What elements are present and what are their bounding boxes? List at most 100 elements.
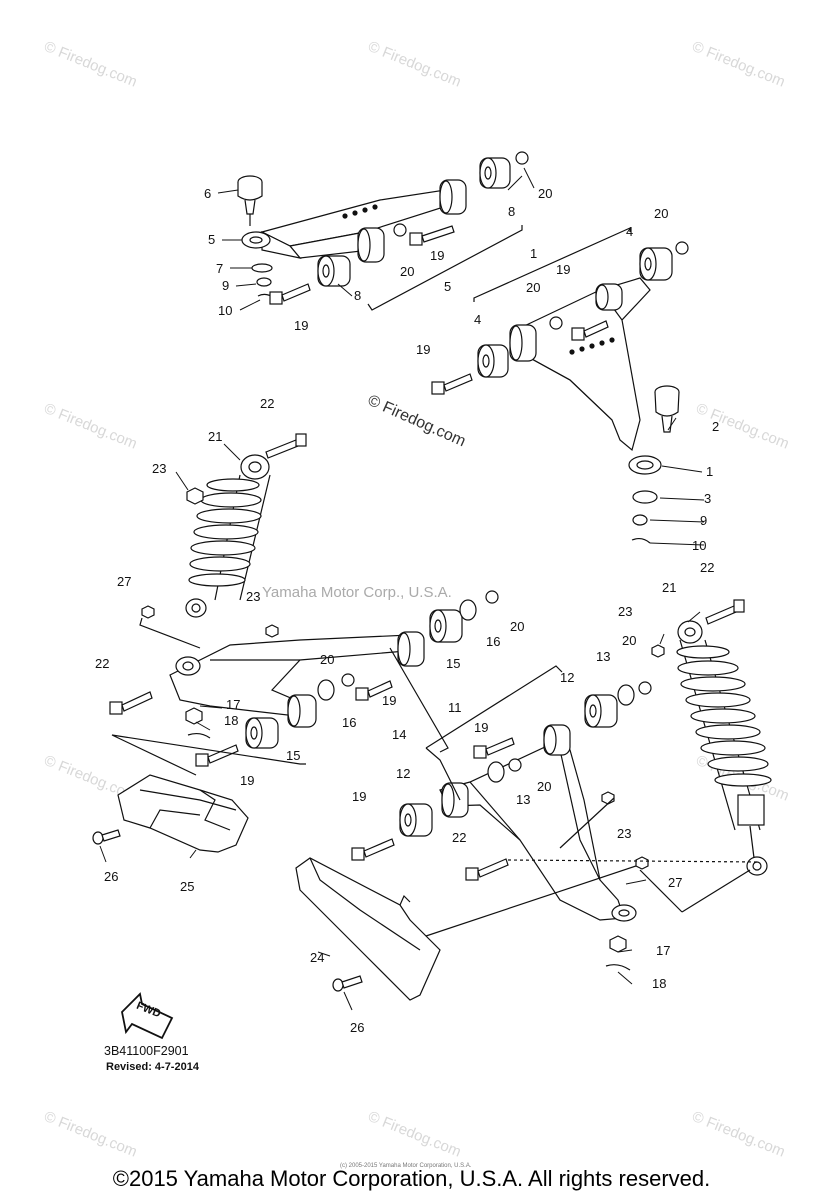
nut-23 — [265, 624, 279, 638]
bushing-15 — [429, 609, 463, 643]
callout-10: 10 — [692, 538, 707, 553]
nut-20 — [675, 241, 689, 255]
nut-20 — [485, 590, 499, 604]
bolt-19 — [473, 737, 515, 759]
washer-16 — [459, 599, 477, 621]
leader-line — [425, 747, 461, 801]
callout-25: 25 — [180, 879, 195, 894]
callout-2: 2 — [712, 419, 720, 434]
callout-3: 3 — [704, 491, 712, 506]
lower-left-arm — [169, 631, 425, 728]
callout-22: 22 — [260, 396, 275, 411]
bracket-line — [473, 227, 631, 302]
bushing-4 — [477, 344, 509, 378]
callout-11: 11 — [448, 700, 462, 715]
washer-16 — [317, 679, 335, 701]
callout-12: 12 — [396, 766, 411, 781]
callout-19: 19 — [474, 720, 489, 735]
callout-13: 13 — [596, 649, 611, 664]
callout-7: 7 — [216, 261, 224, 276]
bushing-8-upper — [479, 157, 511, 189]
tiny-copyright: (c) 2005-2015 Yamaha Motor Corporation, … — [340, 1163, 472, 1169]
callout-22: 22 — [700, 560, 715, 575]
callout-4: 4 — [626, 224, 634, 239]
callout-22: 22 — [452, 830, 467, 845]
callout-1: 1 — [530, 246, 538, 261]
bushing-4 — [639, 247, 673, 281]
bolt-26 — [332, 975, 363, 992]
nut-20 — [508, 758, 522, 772]
yamaha-watermark: Yamaha Motor Corp., U.S.A. — [262, 584, 452, 601]
callout-6: 6 — [204, 186, 212, 201]
callout-18: 18 — [224, 713, 239, 728]
bolt-22 — [465, 858, 509, 881]
bolt-19 — [571, 320, 609, 341]
washer — [251, 263, 273, 273]
callout-23: 23 — [246, 589, 261, 604]
callout-19: 19 — [294, 318, 309, 333]
callout-19: 19 — [382, 693, 397, 708]
nut — [632, 514, 648, 526]
washer-13 — [487, 761, 505, 783]
upper-left-arm — [241, 179, 467, 263]
nut-27 — [141, 605, 155, 619]
nut-23 — [601, 791, 615, 805]
callout-27: 27 — [117, 574, 132, 589]
callout-20: 20 — [654, 206, 669, 221]
bracket-line — [111, 734, 306, 776]
nut-20 — [515, 151, 529, 165]
callout-23: 23 — [618, 604, 633, 619]
callout-9: 9 — [700, 513, 708, 528]
bolt-22 — [109, 691, 153, 715]
bolt-19 — [409, 225, 455, 246]
callout-20: 20 — [400, 264, 415, 279]
bushing-12 — [399, 803, 433, 837]
callout-19: 19 — [240, 773, 255, 788]
nut-17 — [185, 707, 203, 725]
nut-23 — [651, 644, 665, 658]
callout-27: 27 — [668, 875, 683, 890]
bracket-line — [367, 225, 523, 311]
callout-8: 8 — [354, 288, 362, 303]
cotter-pin-18 — [605, 964, 631, 971]
guard-25 — [117, 774, 249, 853]
callout-17: 17 — [656, 943, 671, 958]
callout-16: 16 — [342, 715, 357, 730]
callout-10: 10 — [218, 303, 233, 318]
leader-line — [139, 617, 201, 649]
callout-20: 20 — [538, 186, 553, 201]
cotter-pin — [631, 537, 651, 544]
shock-absorber-right — [676, 620, 772, 876]
callout-14: 14 — [392, 727, 407, 742]
callout-15: 15 — [286, 748, 301, 763]
revised-date: Revised: 4-7-2014 — [106, 1061, 199, 1073]
callout-4: 4 — [474, 312, 482, 327]
lower-right-arm — [439, 724, 637, 922]
upper-right-arm — [509, 277, 662, 475]
callout-8: 8 — [508, 204, 516, 219]
bolt-26 — [92, 829, 121, 845]
shock-absorber-left — [185, 454, 271, 618]
ball-joint-upper-right — [654, 385, 680, 433]
callout-1: 1 — [706, 464, 714, 479]
bracket-line — [389, 647, 449, 753]
leader-line — [639, 869, 683, 913]
callout-22: 22 — [95, 656, 110, 671]
nut-20 — [638, 681, 652, 695]
diagram-code: 3B41100F2901 — [104, 1044, 189, 1058]
callout-9: 9 — [222, 278, 230, 293]
bolt-19 — [195, 744, 239, 767]
nut-17 — [609, 935, 627, 953]
nut-20 — [393, 223, 407, 237]
callout-19: 19 — [430, 248, 445, 263]
bolt-22 — [705, 599, 745, 625]
callout-15: 15 — [446, 656, 461, 671]
nut-20 — [341, 673, 355, 687]
callout-20: 20 — [537, 779, 552, 794]
callout-24: 24 — [310, 950, 325, 965]
leader-line — [681, 869, 751, 913]
callout-19: 19 — [352, 789, 367, 804]
callout-16: 16 — [486, 634, 501, 649]
